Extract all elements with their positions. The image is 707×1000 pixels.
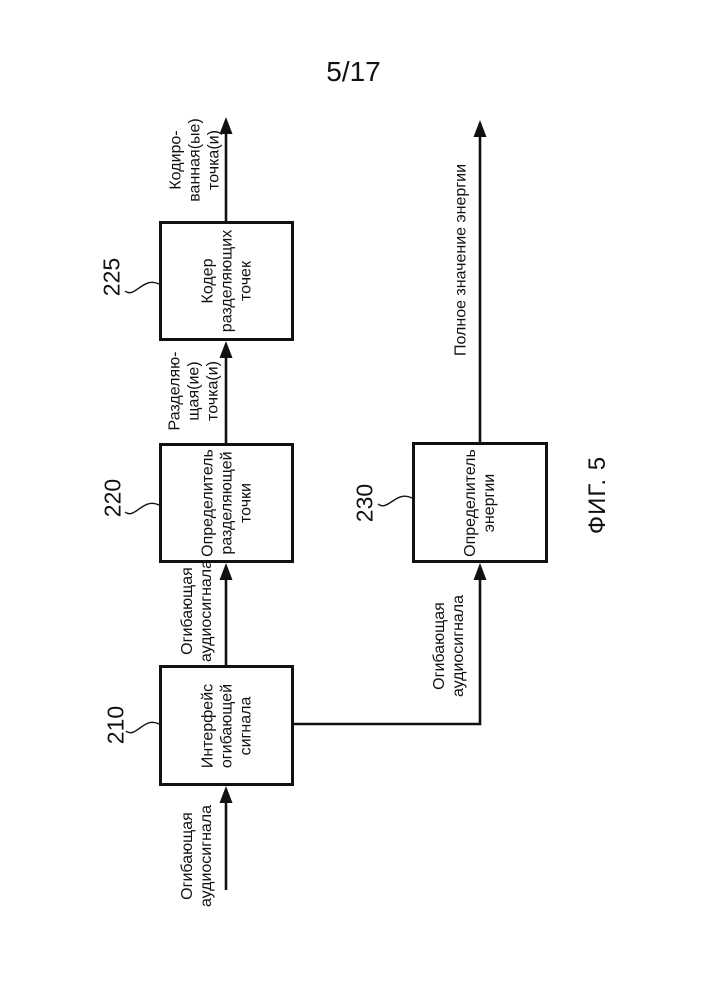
label-audio-envelope-branch: Огибающая аудиосигнала xyxy=(431,594,467,698)
label-splitting-points: Разделяю- щая(ие) точка(и) xyxy=(166,351,222,431)
ref-number-230: 230 xyxy=(351,483,378,523)
arrow-210-to-220-icon xyxy=(219,563,233,665)
ref-connector-210 xyxy=(125,721,160,734)
block-energy-determiner: Определитель энергии xyxy=(412,442,548,563)
block-envelope-interface: Интерфейс огибающей сигнала xyxy=(159,665,294,786)
label-audio-envelope-mid: Огибающая аудиосигнала xyxy=(179,559,215,663)
figure-caption: ФИГ. 5 xyxy=(584,455,611,535)
block-label: Интерфейс огибающей сигнала xyxy=(199,683,254,768)
block-label: Кодер разделяющих точек xyxy=(199,229,254,333)
label-total-energy-value: Полное значение энергии xyxy=(452,163,470,357)
ref-number-210: 210 xyxy=(102,705,129,745)
label-audio-envelope-input: Огибающая аудиосигнала xyxy=(179,804,215,908)
ref-number-220: 220 xyxy=(99,478,126,518)
block-label: Определитель разделяющей точки xyxy=(199,449,254,557)
ref-connector-225 xyxy=(124,281,160,294)
arrow-230-output-icon xyxy=(473,120,487,442)
block-splitting-point-determiner: Определитель разделяющей точки xyxy=(159,443,294,563)
ref-connector-230 xyxy=(377,495,413,507)
ref-connector-220 xyxy=(124,502,160,515)
arrow-input-to-210-icon xyxy=(219,786,233,890)
block-splitting-point-encoder: Кодер разделяющих точек xyxy=(159,221,294,341)
label-encoded-points: Кодиро- ванная(ые) точка(и) xyxy=(167,118,223,202)
page-number: 5/17 xyxy=(326,56,381,87)
ref-number-225: 225 xyxy=(98,257,125,297)
block-label: Определитель энергии xyxy=(462,448,498,557)
